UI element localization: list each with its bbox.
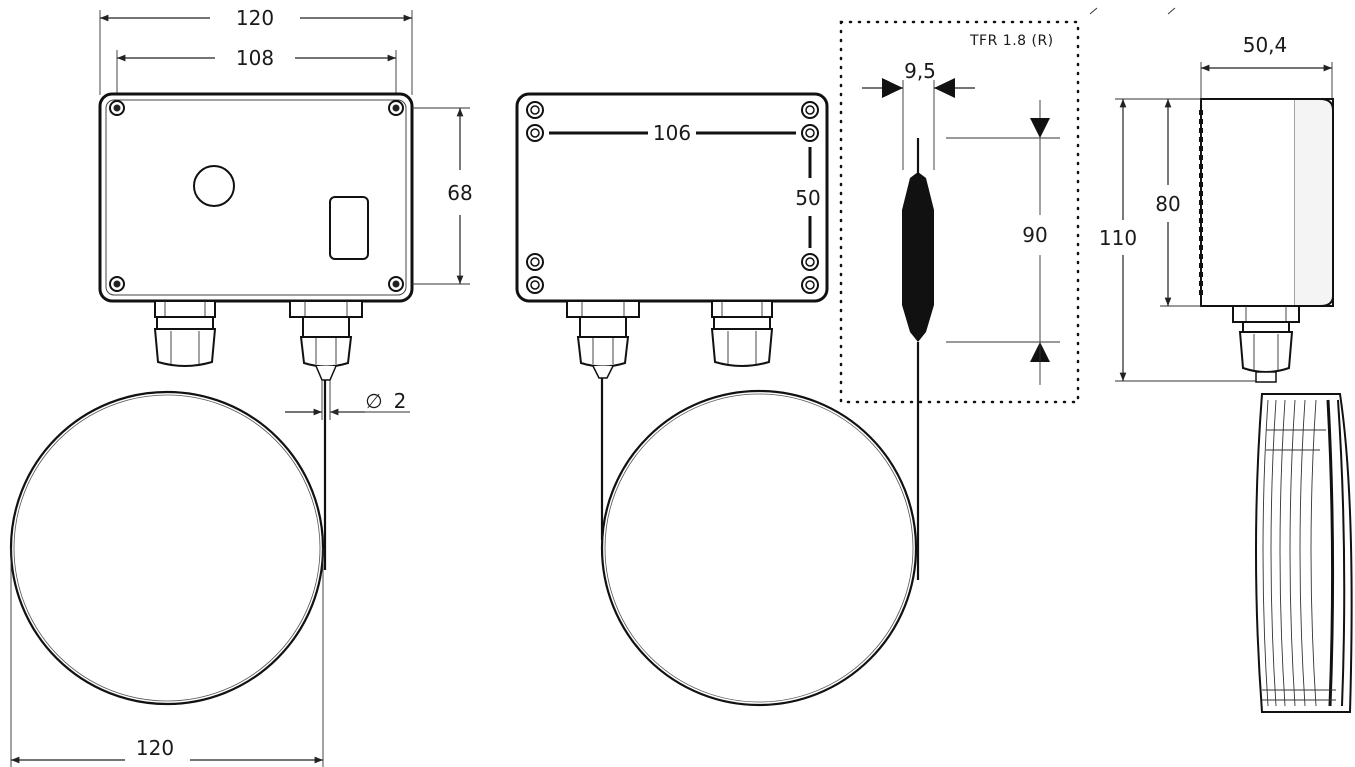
dim-total-height: 110 — [1099, 226, 1137, 250]
corner-screws — [109, 100, 404, 292]
setpoint-knob — [193, 165, 235, 207]
cable-gland-left — [566, 300, 640, 379]
housing-base-outline — [515, 92, 829, 303]
mounting-holes — [526, 101, 819, 294]
sensor-detail: TFR 1.8 (R) 9,5 90 — [839, 20, 1080, 580]
capillary-coil-side — [1255, 393, 1353, 713]
capillary-diameter-symbol: ∅ — [365, 389, 382, 413]
cable-gland-right — [710, 300, 774, 367]
dim-height: 68 — [447, 181, 472, 205]
dim-body-height: 80 — [1155, 192, 1180, 216]
front-view-open: 106 50 — [515, 92, 918, 707]
cable-gland-left — [153, 300, 217, 367]
dim-sensor-diameter: 9,5 — [904, 59, 936, 83]
cable-gland-right — [289, 300, 363, 381]
sensor-bulb — [902, 172, 934, 342]
capillary-diameter: 2 — [394, 389, 407, 413]
dim-hole-spacing-horizontal: 106 — [653, 121, 691, 145]
detail-frame — [839, 20, 1080, 404]
cable-gland-side — [1232, 305, 1300, 383]
front-view-lid: 120 108 68 — [9, 6, 473, 767]
dim-width-holes: 108 — [236, 46, 274, 70]
capillary-coil — [9, 390, 325, 706]
dim-hole-spacing-vertical: 50 — [795, 186, 820, 210]
side-view: 50,4 80 110 — [1089, 7, 1353, 713]
sensor-label: TFR 1.8 (R) — [969, 33, 1054, 49]
dim-coil-diameter: 120 — [136, 736, 174, 760]
dim-depth: 50,4 — [1243, 33, 1288, 57]
dim-sensor-length: 90 — [1022, 223, 1047, 247]
display-window — [329, 196, 369, 260]
dim-width-outer: 120 — [236, 6, 274, 30]
capillary-coil — [600, 389, 918, 707]
